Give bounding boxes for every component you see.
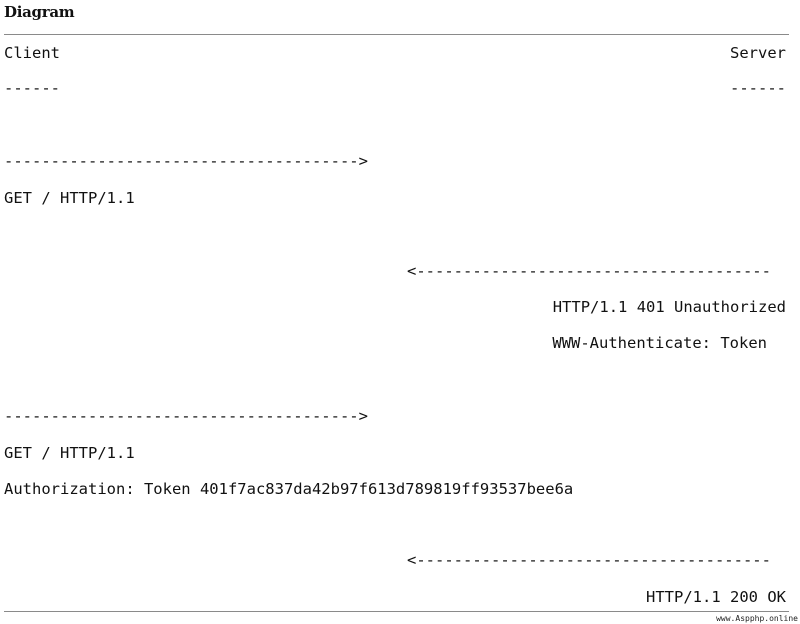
request-arrow-1: --------------------------------------> (4, 152, 368, 170)
response-1-status: HTTP/1.1 401 Unauthorized (552, 298, 786, 316)
server-underline: ------ (730, 79, 786, 97)
response-2-status: HTTP/1.1 200 OK (646, 588, 786, 606)
diagram-heading: Diagram (4, 3, 75, 21)
server-label: Server (730, 44, 786, 62)
request-arrow-2: --------------------------------------> (4, 407, 368, 425)
response-1-header: WWW-Authenticate: Token (552, 334, 767, 352)
bottom-divider (4, 611, 789, 612)
response-arrow-2: <-------------------------------------- (407, 551, 771, 569)
client-label: Client (4, 44, 60, 62)
response-arrow-1: <-------------------------------------- (407, 262, 771, 280)
client-underline: ------ (4, 79, 60, 97)
watermark-text: www.Aspphp.online (716, 614, 798, 623)
top-divider (4, 34, 789, 35)
request-2-auth-header: Authorization: Token 401f7ac837da42b97f6… (4, 480, 574, 498)
request-2-line-1: GET / HTTP/1.1 (4, 444, 135, 462)
request-1-line-1: GET / HTTP/1.1 (4, 189, 135, 207)
